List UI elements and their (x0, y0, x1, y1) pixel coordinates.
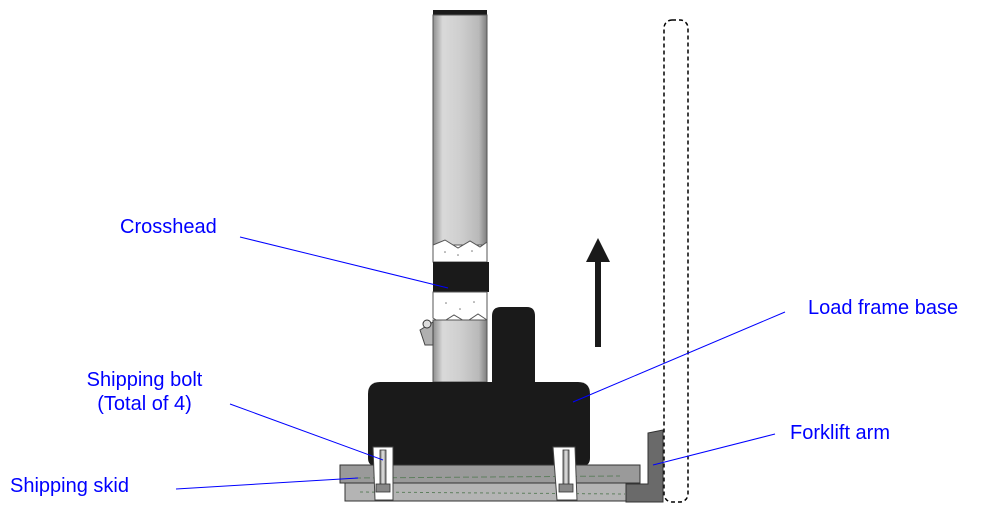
forklift-arm-outline (663, 19, 689, 503)
shipping-bolt-right (552, 446, 578, 501)
shipping-bolt-left (372, 446, 394, 501)
load-frame-column (419, 10, 489, 383)
label-forklift-arm: Forklift arm (790, 422, 890, 444)
load-frame-base-leader (572, 311, 786, 403)
label-shipping-bolt-line2: (Total of 4) (97, 393, 192, 415)
shipping-skid-leader (175, 477, 359, 490)
crosshead-leader (239, 236, 449, 289)
forklift-arm-leader (652, 433, 776, 466)
forklift-arm (625, 429, 664, 503)
label-shipping-skid: Shipping skid (10, 475, 129, 497)
label-load-frame-base: Load frame base (808, 297, 959, 319)
load-frame-base-body (368, 382, 590, 466)
lift-direction-arrow (586, 238, 610, 347)
label-crosshead: Crosshead (120, 216, 217, 238)
label-shipping-bolt: Shipping bolt (Total of 4) (62, 368, 227, 416)
base-tower (492, 307, 535, 385)
crosshead-block (433, 262, 489, 292)
shipping-bolt-leader (229, 403, 384, 461)
label-shipping-bolt-line1: Shipping bolt (86, 369, 203, 391)
